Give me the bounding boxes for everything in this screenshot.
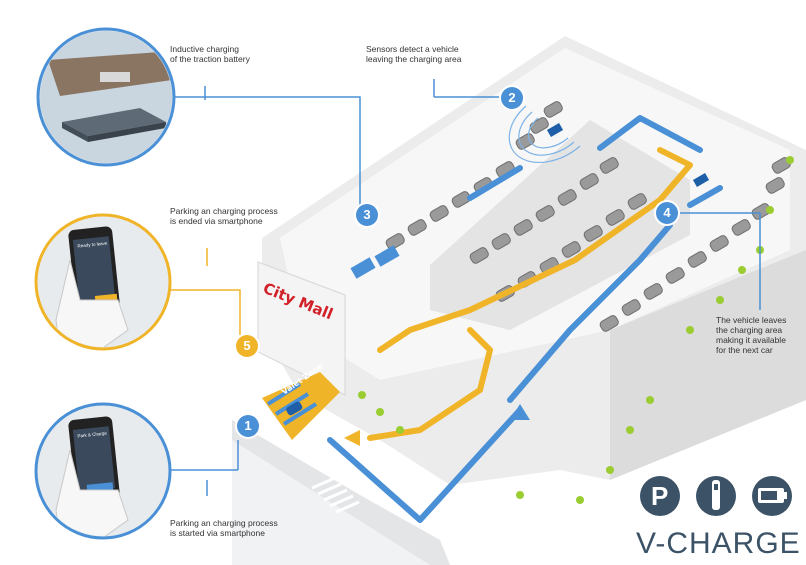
sensor-waves [508,105,581,164]
step-5-badge: 5 [236,335,258,357]
sensors-label: Sensors detect a vehicle leaving the cha… [366,44,462,64]
phone-top-title: Ready to leave [77,240,108,248]
blue-arrow [510,404,530,420]
crosswalk [311,476,360,514]
callout-connectors [166,79,761,496]
mall-facade [257,261,346,396]
step-1-badge: 1 [237,415,259,437]
blue-route [327,115,723,523]
step-2-badge: 2 [501,87,523,109]
step-3-badge: 3 [356,204,378,226]
step-4-badge: 4 [656,202,678,224]
inductive-charging-image [36,27,176,167]
smartphone-end-image: Ready to leave [34,213,172,351]
process-started-label: Parking an charging process is started v… [170,518,278,538]
vehicle-leaves-label: The vehicle leaves the charging area mak… [716,315,787,355]
charging-pad [350,257,376,279]
charging-car [546,123,564,137]
smartphone-start-image: Park & Charge [34,402,172,540]
battery-icon [752,476,792,516]
yellow-connector [170,248,241,335]
yellow-arrow [344,430,360,446]
charging-pad [374,245,400,267]
svg-text:P: P [651,481,668,511]
valet-zone-stripes [266,382,318,426]
parking-icon: P [640,476,680,516]
parked-cars [385,101,791,332]
leaving-car [692,173,710,187]
process-ended-label: Parking an charging process is ended via… [170,206,278,226]
inductive-charging-label: Inductive charging of the traction batte… [170,44,250,64]
charging-station-icon [696,476,736,516]
v-charge-logo-text: V-CHARGE [636,527,801,560]
yellow-route [367,147,693,441]
garage-right-wall [610,250,806,480]
trees [358,156,794,504]
phone-bottom-title: Park & Charge [77,430,107,438]
inner-deck [430,120,690,330]
valet-car [286,401,303,416]
